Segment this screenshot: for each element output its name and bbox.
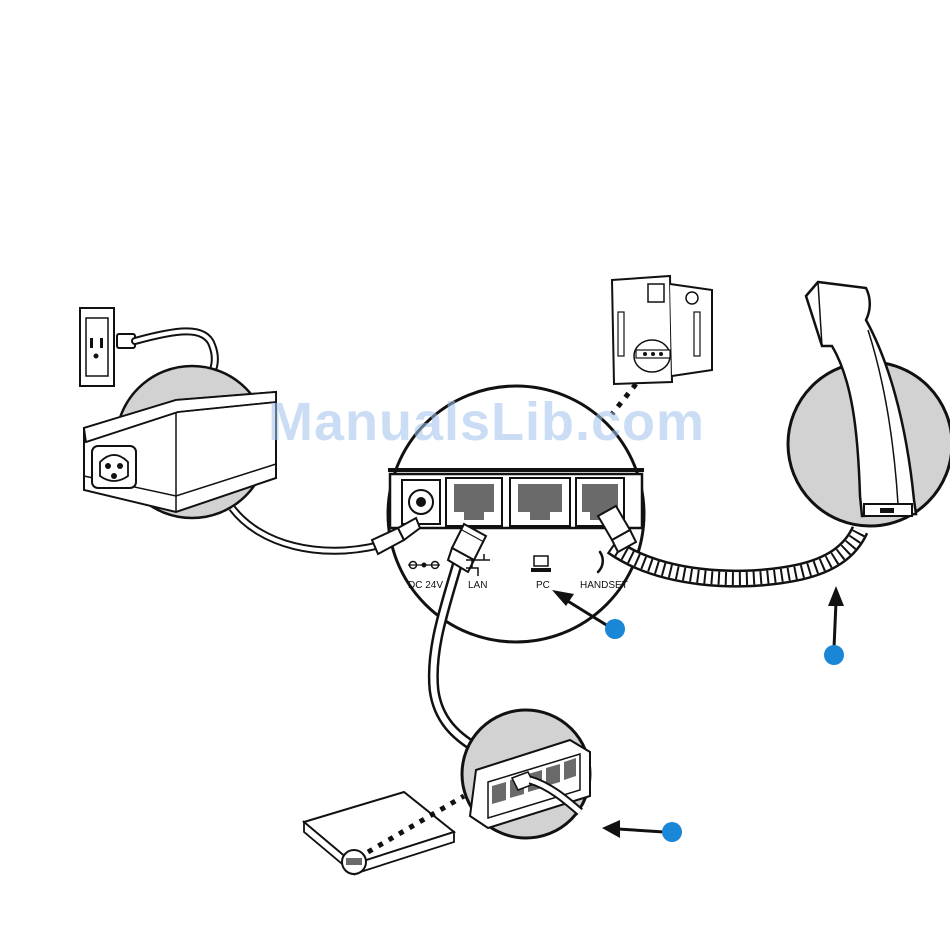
handset-port-label: HANDSET xyxy=(580,580,628,591)
dc-port xyxy=(402,480,440,524)
dc-port-label: DC 24V xyxy=(408,580,443,591)
watermark: ManualsLib.com xyxy=(268,392,705,452)
switch-callout-marker xyxy=(602,820,682,842)
computer-icon xyxy=(531,556,551,572)
dc-power-cable xyxy=(232,508,380,551)
lan-port xyxy=(446,478,502,526)
pc-port-label: PC xyxy=(536,580,550,591)
handset-callout-marker xyxy=(824,586,844,665)
lan-port-label: LAN xyxy=(468,580,487,591)
wall-outlet-icon xyxy=(80,308,114,386)
pc-port xyxy=(510,478,570,526)
router-icon xyxy=(304,792,454,874)
phone-base-icon xyxy=(612,276,712,384)
